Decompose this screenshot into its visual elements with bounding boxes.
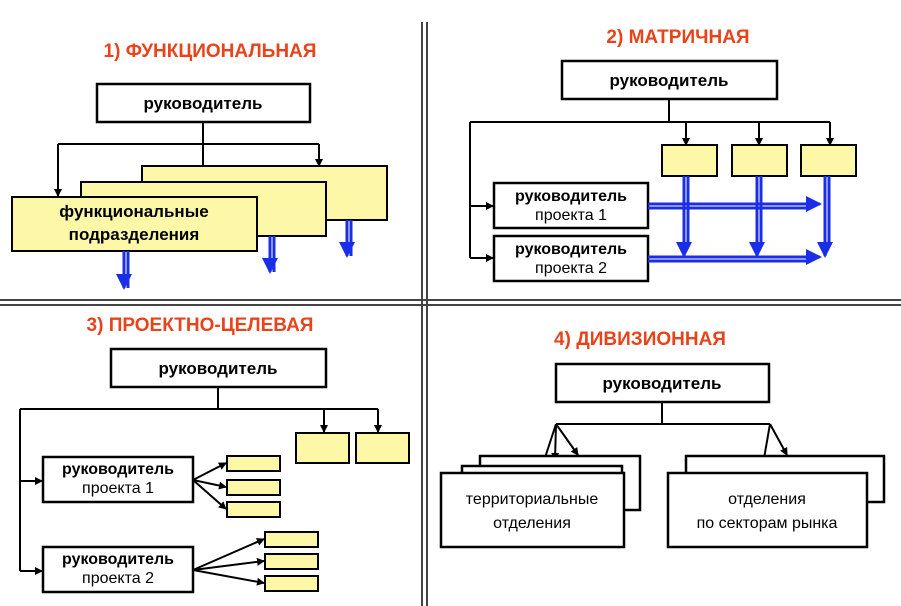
panel2-pm2-box bbox=[492, 234, 650, 283]
panel3-pm1-line2: проекта 1 bbox=[82, 480, 154, 497]
panel4-sect-line2: по секторам рынка bbox=[697, 515, 838, 532]
panel1-unit-line2: подразделения bbox=[69, 225, 200, 244]
panel2-pm2-line1: руководитель bbox=[515, 241, 627, 258]
panel3-head-box bbox=[109, 347, 328, 389]
panel4-sect-line1: отделения bbox=[728, 491, 806, 508]
panel3-title: 3) ПРОЕКТНО-ЦЕЛЕВАЯ bbox=[87, 315, 314, 336]
panel2-unit-2 bbox=[731, 144, 788, 177]
panel3-unit-top-2 bbox=[355, 432, 410, 464]
panel4-terr-line1: территориальные bbox=[466, 491, 599, 508]
panel3-head-label: руководитель bbox=[159, 359, 278, 378]
panel3-pm1-unit-1 bbox=[226, 455, 281, 472]
panel4-terr-line2: отделения bbox=[493, 515, 571, 532]
panel4-head-label: руководитель bbox=[603, 374, 722, 393]
panel2-unit-1 bbox=[661, 144, 718, 177]
panel3-pm1-unit-2 bbox=[226, 479, 281, 496]
panel2-pm1-line2: проекта 1 bbox=[535, 207, 607, 224]
panel1-unit-front bbox=[11, 196, 258, 252]
panel4-title: 4) ДИВИЗИОННАЯ bbox=[554, 329, 726, 350]
panel-matrix: 2) МАТРИЧНАЯ руководитель руководитель п… bbox=[469, 27, 857, 283]
panel3-pm2-unit-2 bbox=[264, 553, 319, 570]
panel4-terr-box bbox=[439, 471, 626, 549]
panel4-head-box bbox=[554, 362, 771, 404]
panel2-pm2-line2: проекта 2 bbox=[535, 260, 607, 277]
panel3-pm2-box bbox=[41, 545, 195, 594]
panel-project-target: 3) ПРОЕКТНО-ЦЕЛЕВАЯ руководитель руковод… bbox=[19, 315, 410, 594]
panel3-unit-top-1 bbox=[295, 432, 350, 464]
panel3-pm2-line2: проекта 2 bbox=[82, 570, 154, 587]
panel1-unit-line1: функциональные bbox=[59, 202, 208, 221]
panel1-head-box bbox=[95, 82, 312, 124]
panel-divisional: 4) ДИВИЗИОННАЯ руководитель территориаль… bbox=[439, 329, 886, 549]
panel2-pm1-box bbox=[492, 181, 650, 230]
panel3-pm1-box bbox=[41, 455, 195, 504]
panel-dividers bbox=[0, 22, 901, 606]
panel-functional: 1) ФУНКЦИОНАЛЬНАЯ руководитель функциона… bbox=[11, 41, 388, 290]
panel1-title: 1) ФУНКЦИОНАЛЬНАЯ bbox=[104, 41, 317, 62]
panel3-pm1-unit-3 bbox=[226, 501, 281, 518]
panel3-pm1-line1: руководитель bbox=[62, 461, 174, 478]
panel1-head-label: руководитель bbox=[144, 94, 263, 113]
panel3-pm2-unit-1 bbox=[264, 531, 319, 548]
panel2-pm1-line1: руководитель bbox=[515, 188, 627, 205]
panel2-title: 2) МАТРИЧНАЯ bbox=[606, 27, 749, 48]
panel3-pm2-unit-3 bbox=[264, 575, 319, 592]
panel3-pm2-line1: руководитель bbox=[62, 551, 174, 568]
panel2-head-label: руководитель bbox=[610, 71, 729, 90]
panel2-unit-3 bbox=[800, 144, 857, 177]
panel4-sect-box bbox=[666, 471, 869, 549]
